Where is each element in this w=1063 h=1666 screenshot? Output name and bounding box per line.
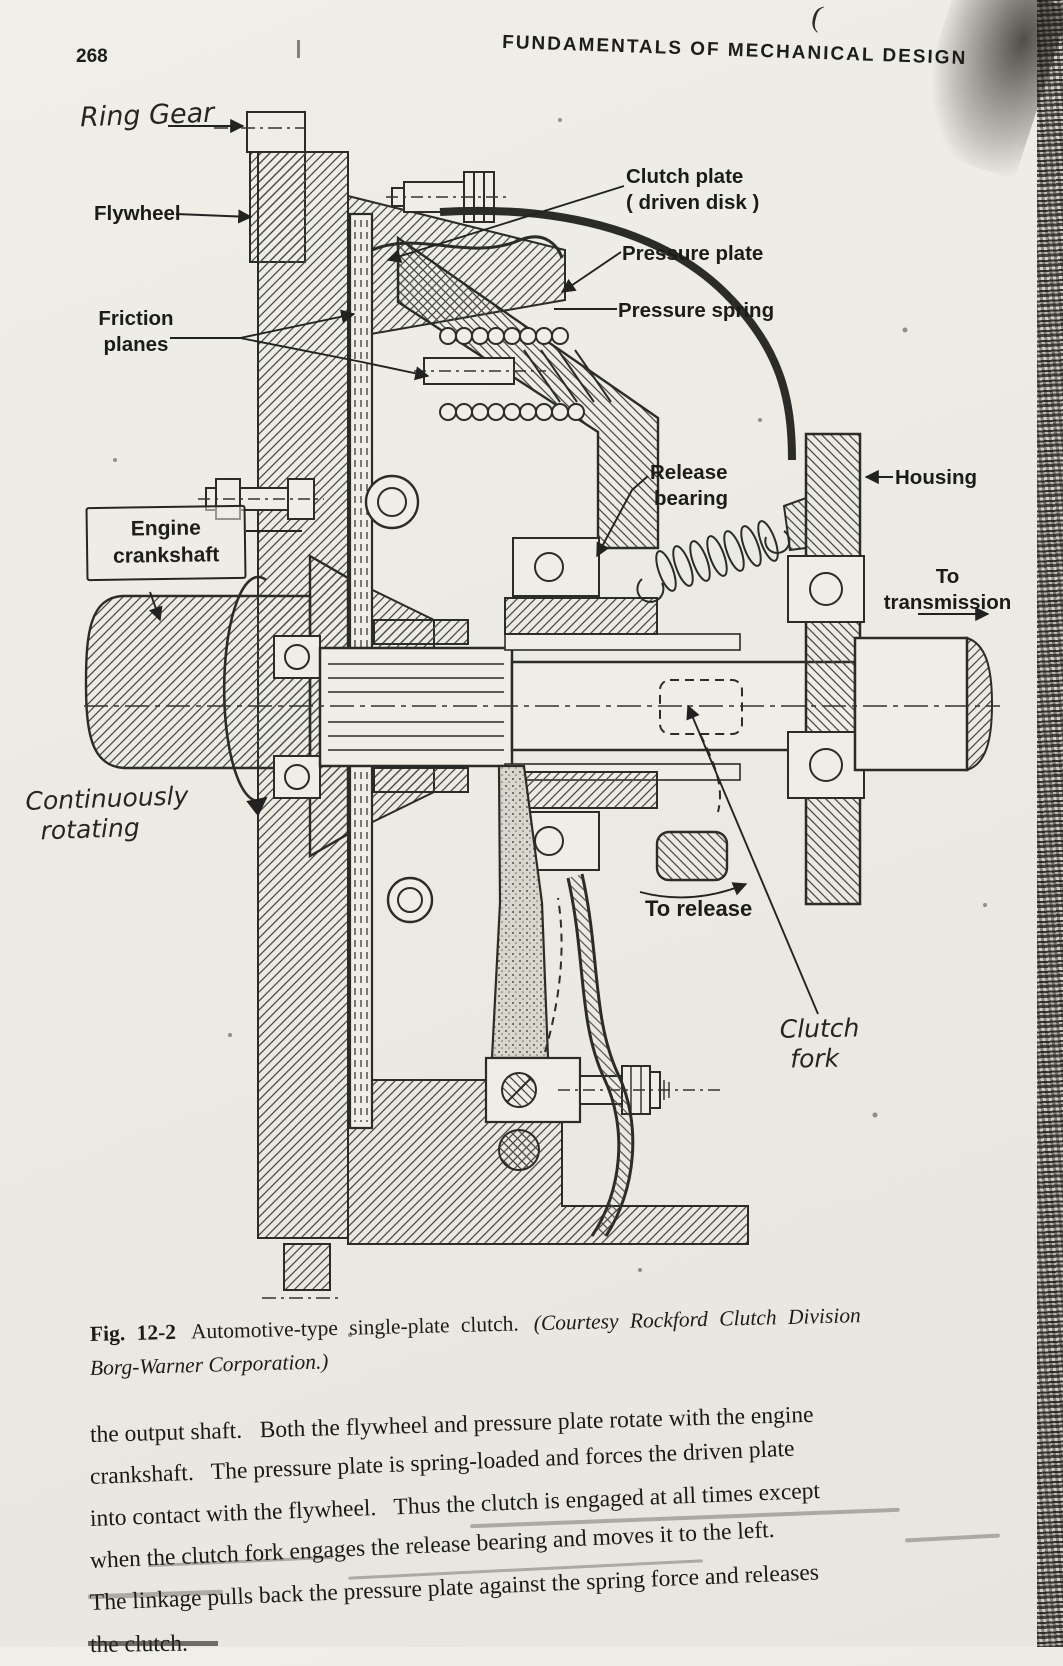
housing-and-output xyxy=(787,432,994,906)
pilot-bearing-lower xyxy=(273,755,321,799)
caption-title: Automotive-type single-plate clutch. xyxy=(190,1311,520,1344)
crankshaft-leader xyxy=(148,591,163,622)
scan-bottom-mark xyxy=(88,1641,218,1646)
label-to-transmission: To transmission xyxy=(883,565,1012,614)
body-paragraph: the output shaft. Both the flywheel and … xyxy=(89,1402,820,1666)
fork-end-section xyxy=(655,830,729,882)
label-housing: Housing xyxy=(895,466,977,489)
caption-fig-number: Fig. 12-2 xyxy=(89,1319,177,1346)
cushion-segment xyxy=(371,235,564,259)
pilot-bearing-upper xyxy=(273,635,321,679)
splined-shaft xyxy=(318,646,514,768)
label-continuously-rotating: Continuously rotating xyxy=(25,781,189,846)
pressure-plate-section xyxy=(396,235,660,550)
label-clutch-fork: Clutch fork xyxy=(779,1013,860,1074)
label-flywheel: Flywheel xyxy=(94,202,181,225)
shaft-assembly xyxy=(318,633,857,781)
clutch-fork-outline xyxy=(655,679,743,882)
label-pressure-plate: Pressure plate xyxy=(622,242,764,265)
label-clutch-plate: Clutch plate ( driven disk ) xyxy=(626,165,760,214)
release-lever-linkage xyxy=(484,764,670,1240)
clutch-fork-leader xyxy=(686,704,819,1015)
housing-wall xyxy=(804,432,862,906)
scan-edge-noise xyxy=(1037,0,1063,1647)
flywheel-leader xyxy=(175,209,253,224)
scan-speckles xyxy=(113,40,987,1337)
label-release-bearing: Release bearing xyxy=(650,461,729,510)
output-bearing-lower xyxy=(787,731,865,799)
scan-mark: ( xyxy=(808,0,826,34)
centerlines xyxy=(84,127,1000,1299)
caption-courtesy: (Courtesy Rockford Clutch Division xyxy=(533,1303,862,1336)
pressure-plate-leader xyxy=(560,251,622,293)
pressure-plate-and-springs xyxy=(364,235,660,924)
leader-lines xyxy=(148,118,990,1015)
label-ring-gear: Ring Gear xyxy=(79,97,215,134)
rotation-arrow xyxy=(222,575,268,817)
release-return-spring xyxy=(636,496,807,603)
flywheel-and-ring-gear xyxy=(246,111,749,1291)
label-pressure-spring: Pressure spring xyxy=(618,299,775,322)
label-friction-planes: Friction planes xyxy=(98,307,174,356)
figure-caption: Fig. 12-2 Automotive-type single-plate cl… xyxy=(89,1303,1030,1381)
label-engine-crankshaft: Engine crankshaft xyxy=(85,504,247,582)
label-to-release: To release xyxy=(645,896,753,921)
release-bearing-leader xyxy=(596,475,649,558)
running-header: FUNDAMENTALS OF MECHANICAL DESIGN xyxy=(501,31,968,70)
pencil-underline xyxy=(904,1533,1001,1543)
output-bearing-upper xyxy=(787,555,865,623)
driven-disk xyxy=(348,212,564,1130)
pressure-spring-coils xyxy=(439,327,612,421)
output-shaft xyxy=(853,636,969,772)
release-bearing-assembly xyxy=(504,537,658,871)
clutch-plate-leader xyxy=(386,185,625,263)
page-number: 268 xyxy=(76,46,108,67)
